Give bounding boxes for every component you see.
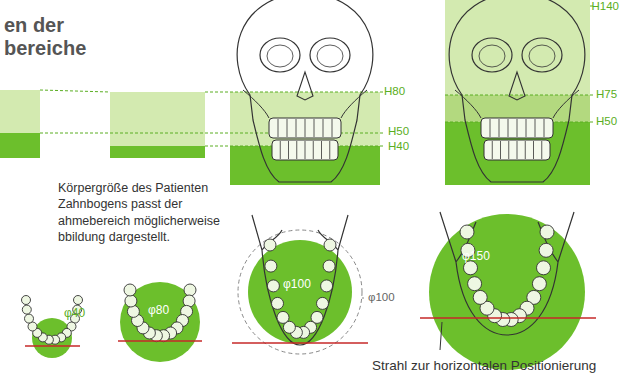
tooth bbox=[277, 311, 289, 323]
diameter-label: φ40 bbox=[64, 307, 85, 321]
height-label: H80 bbox=[384, 85, 405, 98]
tooth bbox=[539, 243, 553, 257]
tooth bbox=[468, 277, 482, 291]
note-text: Körpergröße des Patienten Zahnbogens pas… bbox=[58, 180, 248, 245]
heading: en der bereiche bbox=[4, 14, 114, 60]
tooth bbox=[125, 295, 137, 307]
tooth bbox=[321, 280, 333, 292]
tooth bbox=[25, 314, 34, 323]
tooth bbox=[323, 260, 335, 272]
tooth bbox=[264, 239, 276, 251]
tooth bbox=[317, 297, 329, 309]
tooth bbox=[537, 261, 551, 275]
tooth bbox=[124, 284, 136, 296]
tooth bbox=[540, 225, 554, 239]
tooth bbox=[267, 280, 279, 292]
tooth bbox=[74, 296, 83, 305]
height-label: H50 bbox=[596, 115, 617, 128]
tooth bbox=[22, 305, 31, 314]
tooth bbox=[272, 297, 284, 309]
height-label: H75 bbox=[596, 88, 617, 101]
tooth bbox=[473, 290, 487, 304]
beam-callout: Strahl zur horizontalen Positionierung bbox=[372, 358, 596, 374]
height-label: H50 bbox=[388, 125, 409, 138]
height-label: H40 bbox=[388, 140, 409, 153]
tooth bbox=[460, 225, 474, 239]
diameter-label: φ150 bbox=[462, 250, 490, 264]
height-label: H140 bbox=[592, 0, 620, 13]
diameter-label: φ100 bbox=[368, 291, 395, 304]
diameter-label: φ80 bbox=[148, 304, 169, 318]
tooth bbox=[265, 260, 277, 272]
tooth bbox=[324, 239, 336, 251]
tooth bbox=[184, 284, 196, 296]
tooth bbox=[532, 277, 546, 291]
diameter-label: φ100 bbox=[283, 278, 311, 292]
tooth bbox=[22, 296, 31, 305]
